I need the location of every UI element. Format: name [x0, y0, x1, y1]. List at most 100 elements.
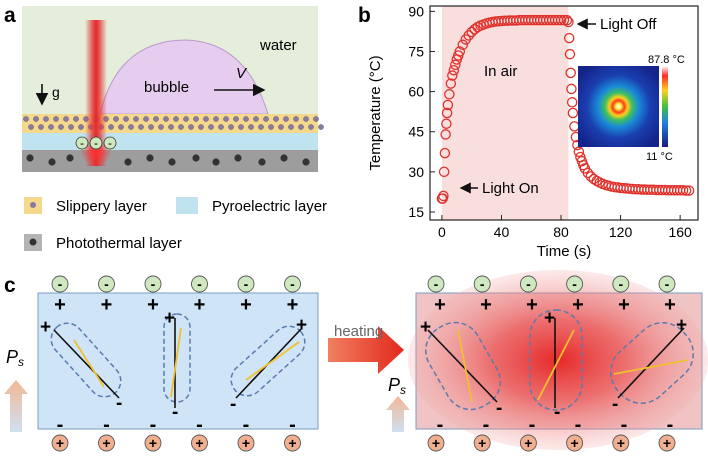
surface-charge	[612, 275, 630, 293]
gravity-label: g	[52, 84, 60, 100]
inset-max-label: 87.8 °C	[648, 54, 685, 66]
surface-charge	[427, 275, 445, 293]
dipole-plus: +	[676, 315, 687, 336]
surface-charge	[473, 434, 491, 452]
dipole-plus: +	[40, 317, 51, 338]
slippery-particle	[263, 116, 269, 122]
surface-charges-cold: ------++++++++++++------	[51, 275, 301, 452]
data-point	[555, 14, 567, 26]
bound-charge: -	[289, 414, 296, 436]
slippery-particle	[78, 124, 84, 130]
surface-charge-sign: +	[663, 435, 671, 451]
data-point	[445, 78, 457, 89]
data-point	[457, 39, 469, 51]
data-point	[563, 32, 575, 44]
slippery-particle	[193, 116, 199, 122]
dipole-yellow	[73, 339, 105, 388]
bound-charge: +	[572, 294, 584, 316]
slippery-particle	[313, 116, 319, 122]
surface-charge	[566, 434, 584, 452]
surface-charge-sign: +	[524, 435, 532, 451]
panel-c: c ------++++++++++++------ + - + - + - P…	[4, 270, 708, 452]
data-point	[564, 48, 576, 60]
bound-charge: -	[529, 414, 536, 436]
bound-charge: +	[101, 294, 113, 316]
x-axis-label: Time (s)	[537, 243, 591, 260]
surface-charge	[237, 434, 255, 452]
data-point	[561, 14, 573, 26]
surface-charge	[51, 275, 69, 293]
charge-sign: -	[80, 136, 84, 150]
pyroelectric-layer	[22, 133, 318, 150]
y-axis-label: Temperature (°C)	[367, 55, 384, 170]
photothermal-particle	[146, 154, 154, 162]
surface-charge-sign: -	[290, 276, 295, 292]
slippery-particle	[248, 124, 254, 130]
slippery-particle	[68, 124, 74, 130]
surface-charge-sign: -	[58, 276, 63, 292]
charge-sign: -	[108, 136, 112, 150]
dipole-minus: -	[612, 394, 618, 415]
surface-charge-sign: +	[478, 435, 486, 451]
legend-swatch-pyroelectric	[176, 197, 198, 214]
slippery-particle	[108, 124, 114, 130]
ps-arrow-right	[386, 396, 410, 432]
bound-charge: +	[240, 294, 252, 316]
bound-charge: -	[437, 414, 444, 436]
slippery-particle	[238, 124, 244, 130]
bound-charge: +	[194, 294, 206, 316]
x-tick-label: 160	[668, 224, 692, 240]
dipole-yellow	[170, 327, 182, 398]
legend-label-slippery: Slippery layer	[56, 198, 147, 215]
data-point	[566, 83, 577, 95]
bound-charge: -	[575, 414, 582, 436]
data-point	[440, 129, 451, 140]
photothermal-particle	[280, 154, 288, 162]
domain-ellipse	[230, 325, 306, 397]
panel-c-letter: c	[4, 274, 16, 297]
data-point	[444, 89, 455, 100]
data-point	[565, 67, 576, 79]
y-tick-label: 60	[408, 84, 424, 100]
domain-ellipse	[610, 322, 694, 404]
photothermal-particle	[258, 158, 266, 166]
ps-arrow-left	[4, 380, 28, 432]
dipole-axis	[617, 327, 685, 399]
panel-a-letter: a	[4, 4, 16, 27]
surface-charge	[144, 275, 162, 293]
dipole-axis	[427, 329, 498, 403]
bound-charge: -	[667, 414, 674, 436]
data-point	[680, 185, 692, 196]
slippery-particle	[203, 116, 209, 122]
laser-spot	[80, 139, 112, 165]
slippery-particle	[128, 124, 134, 130]
inset-min-label: 11 °C	[646, 151, 673, 163]
surface-charge	[51, 434, 69, 452]
slippery-particle	[243, 116, 249, 122]
data-point	[683, 185, 695, 196]
dipole-yellow	[457, 329, 473, 403]
data-point	[438, 166, 450, 178]
slippery-particle	[163, 116, 169, 122]
surface-charge	[566, 275, 584, 293]
slippery-particle	[153, 116, 159, 122]
dipole-minus: -	[172, 402, 178, 423]
data-point	[582, 167, 594, 179]
x-tick-label: 0	[438, 224, 446, 240]
surface-charge-sign: +	[288, 435, 296, 451]
slippery-particle	[223, 116, 229, 122]
dipole-minus: -	[496, 398, 502, 419]
dipole-minus: -	[230, 394, 236, 415]
slippery-particle	[273, 116, 279, 122]
dipole-minus: -	[554, 402, 560, 423]
surface-charge	[658, 434, 676, 452]
y-tick-label: 90	[408, 3, 424, 19]
bound-charge: +	[480, 294, 492, 316]
surface-charge-sign: -	[480, 276, 485, 292]
slippery-particle	[143, 116, 149, 122]
data-point	[573, 146, 585, 158]
dipole-plus: +	[164, 308, 175, 329]
surface-charge	[284, 275, 301, 293]
laser-beam	[85, 20, 107, 166]
slippery-particle	[318, 124, 324, 130]
